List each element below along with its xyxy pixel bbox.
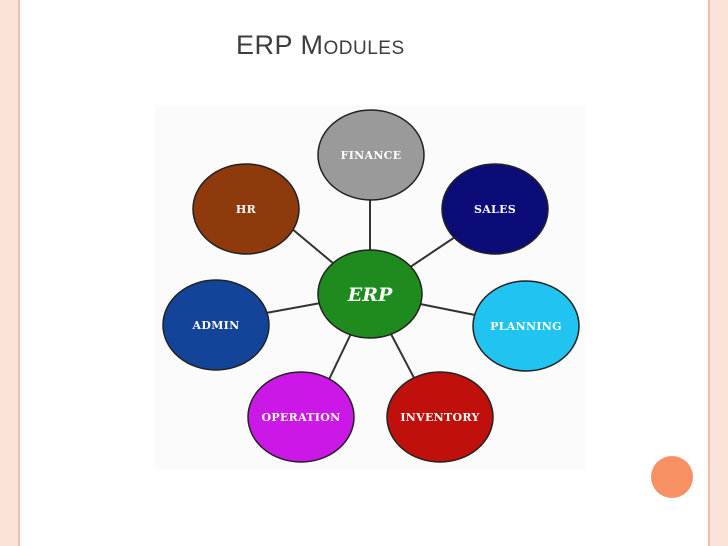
node-sales: SALES bbox=[441, 163, 549, 255]
node-erp-center: ERP bbox=[317, 249, 423, 339]
right-border-line bbox=[708, 0, 710, 546]
node-finance: FINANCE bbox=[317, 109, 425, 201]
node-finance-label: FINANCE bbox=[341, 149, 402, 162]
node-sales-label: SALES bbox=[474, 203, 516, 216]
erp-diagram-svg: FINANCE SALES PLANNING INVENTORY OPERATI… bbox=[162, 109, 580, 463]
node-operation-label: OPERATION bbox=[262, 411, 341, 424]
left-border-line bbox=[18, 0, 20, 546]
slide-title: ERP Modules bbox=[236, 30, 405, 60]
node-planning: PLANNING bbox=[472, 280, 580, 372]
node-admin: ADMIN bbox=[162, 279, 270, 371]
node-admin-label: ADMIN bbox=[192, 319, 240, 332]
node-hr-label: HR bbox=[236, 203, 257, 216]
node-hr: HR bbox=[192, 163, 300, 255]
node-operation: OPERATION bbox=[247, 371, 355, 463]
erp-diagram: FINANCE SALES PLANNING INVENTORY OPERATI… bbox=[155, 105, 585, 470]
node-inventory-label: INVENTORY bbox=[400, 411, 479, 424]
node-planning-label: PLANNING bbox=[490, 320, 562, 333]
right-border-band bbox=[710, 0, 728, 546]
node-inventory: INVENTORY bbox=[386, 371, 494, 463]
accent-circle-decoration bbox=[651, 456, 693, 498]
left-border-band bbox=[0, 0, 18, 546]
node-erp-center-label: ERP bbox=[347, 284, 393, 306]
